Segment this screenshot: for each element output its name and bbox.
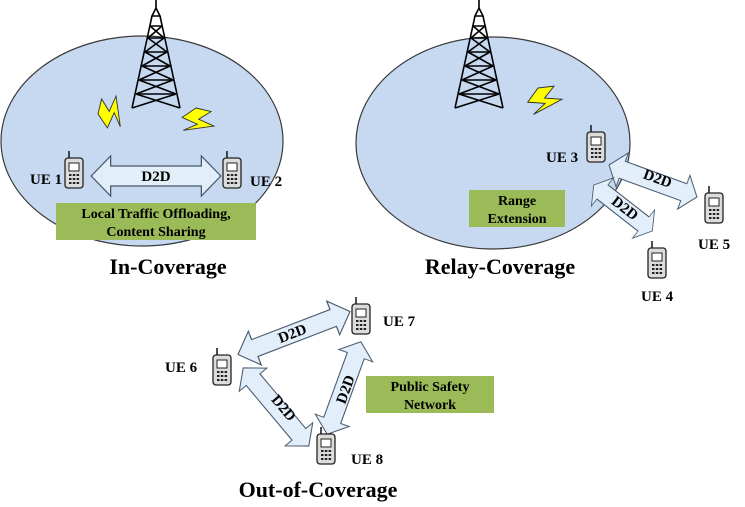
ue8-label: UE 8 <box>351 452 383 468</box>
local-traffic-text-line2: Content Sharing <box>106 225 205 240</box>
ue6-label: UE 6 <box>165 360 198 376</box>
local-traffic-text-line1: Local Traffic Offloading, <box>81 207 230 222</box>
public-safety-text-line1: Public Safety <box>391 380 470 395</box>
out-of-coverage-title: Out-of-Coverage <box>239 477 398 502</box>
range-extension-text-line1: Range <box>498 194 536 209</box>
ue2-label: UE 2 <box>250 174 282 190</box>
ue7-phone-icon <box>351 296 371 335</box>
range-extension-box <box>469 190 565 227</box>
range-extension-text-line2: Extension <box>487 212 546 227</box>
relay-coverage-title: Relay-Coverage <box>425 254 576 279</box>
ue1-label: UE 1 <box>30 172 62 188</box>
in-coverage-title: In-Coverage <box>109 254 227 279</box>
ue3-label: UE 3 <box>546 150 578 166</box>
ue5-phone-icon <box>704 185 724 224</box>
ue5-label: UE 5 <box>698 237 730 253</box>
in-coverage-cell <box>0 35 284 247</box>
ue7-label: UE 7 <box>383 314 416 330</box>
ue4-phone-icon <box>647 240 667 279</box>
public-safety-text-line2: Network <box>404 398 456 413</box>
ue6-phone-icon <box>212 347 232 386</box>
ue4-label: UE 4 <box>641 289 674 305</box>
public-safety-box <box>366 376 494 413</box>
local-traffic-box <box>56 203 256 240</box>
d2d-label: D2D <box>141 169 170 185</box>
